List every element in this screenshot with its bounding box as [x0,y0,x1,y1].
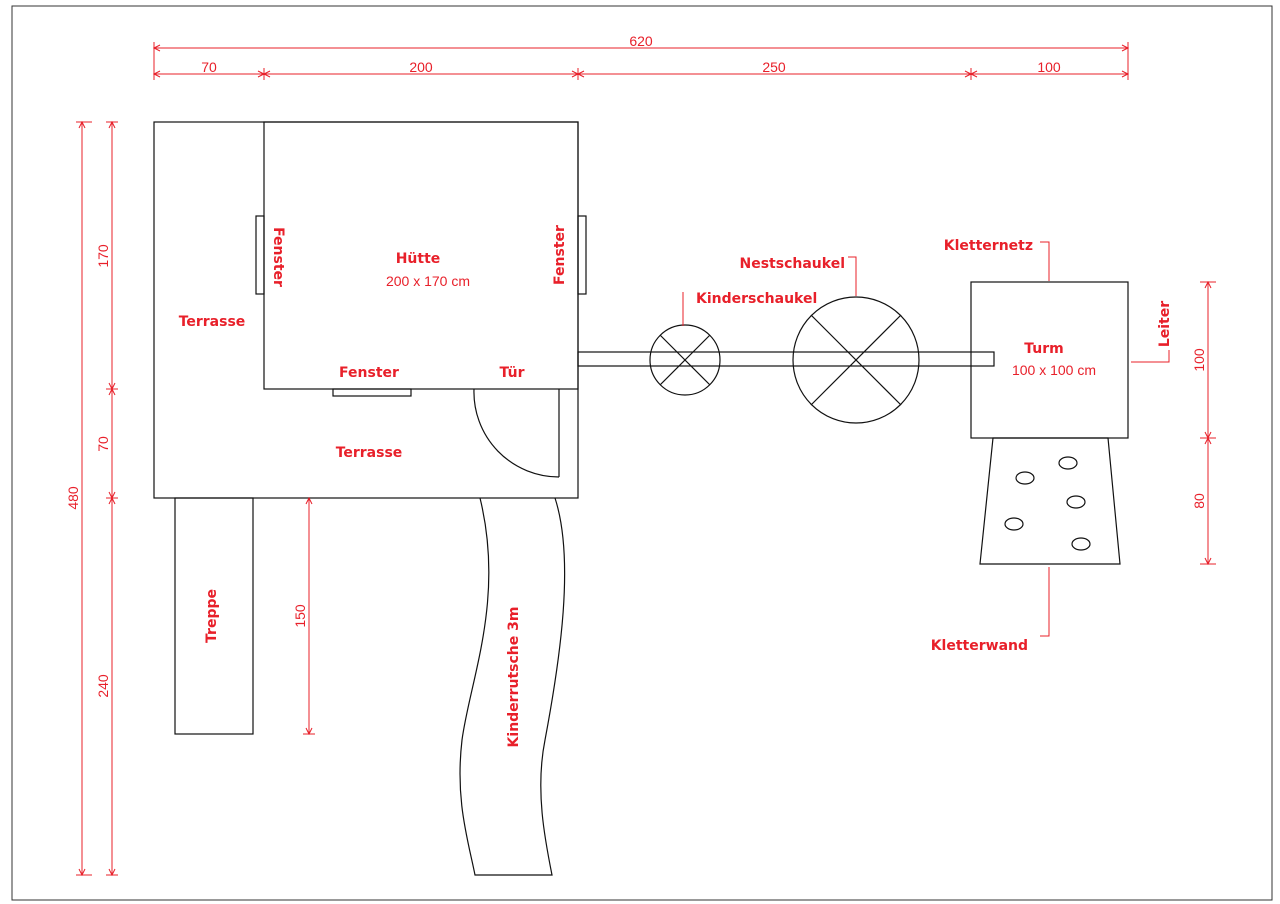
climbing-holds [1004,456,1091,551]
label-door: Tür [499,365,524,381]
kids-swing-seat [649,324,721,396]
label-kids-swing: Kinderschaukel [696,291,817,307]
dim-terrace-depth: 70 [95,436,111,452]
dim-terrace-width: 70 [201,59,217,75]
dim-stairs-150: 150 [292,604,308,628]
hut-window-bottom [332,388,412,397]
dim-total-height: 480 [65,486,81,510]
label-hut-size: 200 x 170 cm [386,273,470,289]
label-hut-title: Hütte [396,251,441,267]
slide [459,497,566,876]
vertical-dimensions-right [1200,280,1216,566]
vertical-dimensions-left [76,120,315,877]
label-climbing-wall: Kletterwand [931,638,1028,654]
label-terrace-left: Terrasse [179,314,246,330]
dim-total-width: 620 [629,33,653,49]
dim-tower-height: 100 [1191,348,1207,372]
dim-hut-depth: 170 [95,244,111,268]
dim-swing-width: 250 [762,59,786,75]
label-nest-swing: Nestschaukel [740,256,845,272]
label-tower-size: 100 x 100 cm [1012,362,1096,378]
leader-lines [682,241,1170,637]
label-tower-title: Turm [1024,341,1063,357]
hut-window-right [577,215,587,295]
swing-beam [577,351,995,367]
label-slide: Kinderrutsche 3m [506,607,522,748]
label-window-left: Fenster [270,227,286,287]
label-terrace-bottom: Terrasse [336,445,403,461]
door-swing-arc [473,388,560,478]
sheet-border [11,5,1273,901]
nest-swing-seat [792,296,920,424]
climbing-wall [979,437,1121,565]
dim-wall-height: 80 [1191,493,1207,509]
structures [153,121,1129,876]
horizontal-dimensions [152,42,1130,80]
label-window-right: Fenster [552,225,568,285]
dim-tower-width: 100 [1037,59,1061,75]
label-window-bottom: Fenster [339,365,399,381]
label-climbing-net: Kletternetz [944,238,1033,254]
dim-stairs-length: 240 [95,674,111,698]
stairs [174,497,254,735]
hut-window-left [255,215,265,295]
label-stairs: Treppe [204,589,220,643]
label-ladder: Leiter [1157,301,1173,347]
dim-hut-width: 200 [409,59,433,75]
